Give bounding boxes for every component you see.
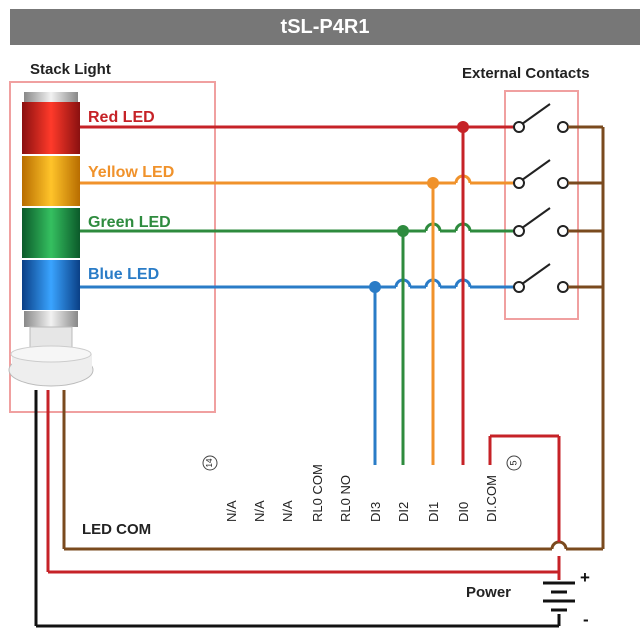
- power-battery-icon: [543, 581, 575, 612]
- green-led-label: Green LED: [88, 214, 171, 231]
- terminal-label: DI1: [426, 502, 441, 522]
- terminal-label: DI3: [368, 502, 383, 522]
- red-led-segment: [22, 102, 80, 154]
- stack-light-tower: [8, 92, 94, 387]
- brown-com-wire: [62, 125, 605, 551]
- green-led-segment: [22, 208, 80, 258]
- power-plus: +: [580, 568, 590, 587]
- power-minus: -: [583, 610, 589, 629]
- contact-switches: [507, 103, 569, 293]
- external-contacts-box: [504, 90, 579, 320]
- terminal-label: DI.COM: [484, 475, 499, 522]
- stack-light-box: [9, 81, 216, 413]
- red-led-label: Red LED: [88, 109, 155, 126]
- yellow-led-label: Yellow LED: [88, 164, 174, 181]
- stack-light-label: Stack Light: [30, 61, 111, 78]
- led-com-label: LED COM: [82, 521, 151, 538]
- terminal-label: RL0 NO: [338, 475, 353, 522]
- blue-led-segment: [22, 260, 80, 310]
- pin-5-number: 5: [508, 460, 518, 465]
- external-contacts-label: External Contacts: [462, 65, 590, 82]
- terminal-label: RL0 COM: [310, 464, 325, 522]
- yellow-led-segment: [22, 156, 80, 206]
- diagram-title: tSL-P4R1: [10, 9, 640, 45]
- pin-14-circle: [202, 455, 218, 471]
- terminal-label: N/A: [224, 500, 239, 522]
- red-power-wire: [46, 390, 561, 580]
- blue-led-label: Blue LED: [88, 266, 159, 283]
- terminal-label: N/A: [252, 500, 267, 522]
- pin-14-number: 14: [205, 458, 214, 467]
- power-label: Power: [466, 584, 511, 601]
- terminal-label: DI2: [396, 502, 411, 522]
- terminal-label: DI0: [456, 502, 471, 522]
- black-ground-wire: [34, 390, 561, 628]
- terminal-labels: N/A N/A N/A RL0 COM RL0 NO DI3 DI2 DI1 D…: [224, 464, 499, 522]
- pin-5-circle: [506, 455, 522, 471]
- terminal-label: N/A: [280, 500, 295, 522]
